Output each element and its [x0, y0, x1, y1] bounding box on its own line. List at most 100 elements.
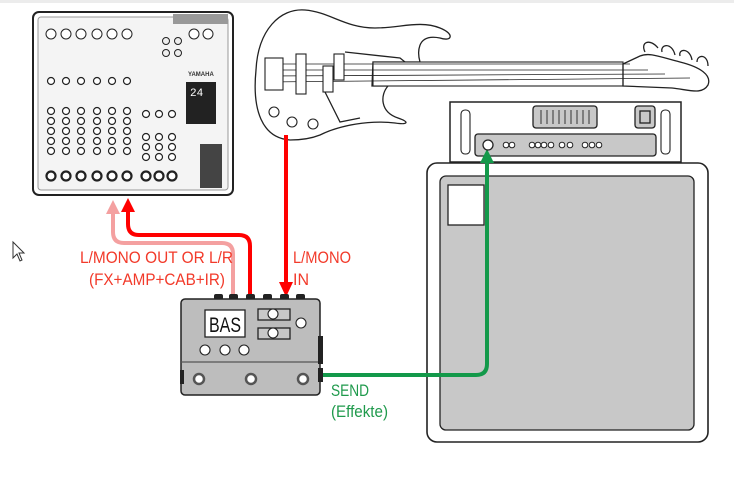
knob [154, 152, 164, 162]
knob [167, 142, 177, 152]
knob [60, 28, 72, 40]
arrow-up-icon [480, 149, 494, 163]
knob [202, 28, 214, 40]
output-label: L/MONO OUT OR L/R [80, 248, 233, 267]
knob [46, 126, 56, 136]
knob [122, 116, 132, 126]
knob [107, 116, 117, 126]
knob [76, 136, 86, 146]
knob [107, 106, 117, 116]
knob [122, 106, 132, 116]
knob [92, 106, 102, 116]
knob [75, 28, 87, 40]
input-label: L/MONO [293, 248, 351, 267]
knob [167, 109, 177, 119]
knob [534, 141, 542, 149]
send-label-sub: (Effekte) [331, 402, 388, 421]
knob [46, 116, 56, 126]
knob [122, 136, 132, 146]
knob [61, 146, 71, 156]
knob [61, 116, 71, 126]
knob [61, 126, 71, 136]
knob [174, 49, 182, 57]
knob [166, 170, 178, 182]
knob [141, 142, 151, 152]
pedal-display: BAS [209, 314, 241, 337]
knob [122, 76, 132, 86]
knob [92, 76, 102, 86]
knob [121, 170, 133, 182]
arrow-down-icon [279, 282, 293, 297]
knob [566, 141, 574, 149]
amp-head [449, 101, 682, 163]
mixer: 24 YAMAHA [32, 11, 234, 196]
knob [547, 141, 555, 149]
knob [174, 37, 182, 45]
knob [153, 170, 165, 182]
knob [581, 141, 589, 149]
knob [76, 126, 86, 136]
knob [76, 76, 86, 86]
knob [106, 28, 118, 40]
arrow-up-icon [106, 200, 120, 214]
footswitch [296, 372, 310, 386]
knob [502, 141, 510, 149]
input-label-sub: IN [293, 270, 309, 289]
knob [75, 170, 87, 182]
knob [76, 106, 86, 116]
knob [92, 126, 102, 136]
footswitch [192, 372, 206, 386]
knob [107, 136, 117, 146]
footswitch [244, 372, 258, 386]
knob [141, 152, 151, 162]
knob [141, 132, 151, 142]
knob [588, 141, 596, 149]
mixer-display: 24 [190, 88, 204, 100]
send-label: SEND [331, 381, 369, 400]
mixer-brand: YAMAHA [188, 72, 214, 78]
knob [92, 116, 102, 126]
knob [167, 152, 177, 162]
knob [46, 146, 56, 156]
knob [61, 136, 71, 146]
knob [595, 141, 603, 149]
knob [61, 76, 71, 86]
knob [528, 141, 536, 149]
knob [106, 170, 118, 182]
knob [162, 49, 170, 57]
knob [122, 146, 132, 156]
knob [61, 106, 71, 116]
knob [540, 141, 548, 149]
speaker-cabinet [426, 162, 709, 443]
multi-effects-pedal: BAS [180, 294, 323, 396]
knob [508, 141, 516, 149]
knob [188, 28, 200, 40]
knob [140, 170, 152, 182]
knob [154, 132, 164, 142]
knob [558, 141, 566, 149]
knob [45, 28, 57, 40]
knob [122, 126, 132, 136]
knob [45, 170, 57, 182]
mouse-cursor-icon [12, 240, 26, 262]
knob [162, 37, 170, 45]
knob [154, 109, 164, 119]
bass-guitar [254, 9, 710, 141]
knob [76, 146, 86, 156]
knob [141, 109, 151, 119]
knob [76, 116, 86, 126]
knob [107, 76, 117, 86]
knob [46, 136, 56, 146]
knob [46, 106, 56, 116]
knob [60, 170, 72, 182]
mono-out-cable [126, 210, 252, 300]
knob [91, 170, 103, 182]
knob [46, 76, 56, 86]
output-label-sub: (FX+AMP+CAB+IR) [89, 270, 225, 289]
send-cable [320, 162, 489, 377]
top-border [0, 0, 734, 3]
knob [91, 28, 103, 40]
knob [154, 142, 164, 152]
knob [107, 126, 117, 136]
